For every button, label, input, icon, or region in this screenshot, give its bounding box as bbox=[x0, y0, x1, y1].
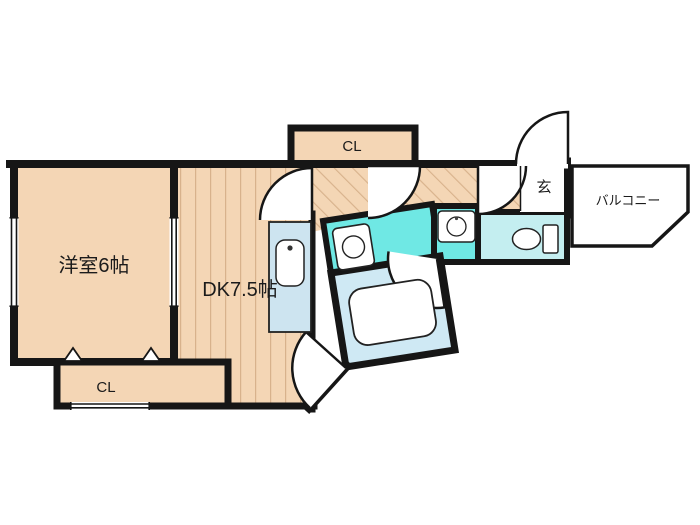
folding-door-mark-right bbox=[140, 346, 162, 362]
room-label-closet-top: CL bbox=[342, 138, 361, 155]
sliding-door-western-dk bbox=[169, 217, 179, 308]
window-western-left bbox=[9, 217, 19, 308]
room-label-dk: DK7.5帖 bbox=[202, 278, 278, 301]
door-hall-arc bbox=[476, 165, 528, 216]
balcony bbox=[570, 164, 690, 248]
door-dk-diagonal-arc bbox=[291, 330, 347, 409]
bathtub bbox=[348, 278, 437, 346]
kitchen-sink bbox=[275, 239, 305, 287]
closet-top bbox=[287, 124, 419, 168]
faucet-icon bbox=[287, 245, 293, 251]
washing-machine bbox=[331, 223, 376, 271]
room-label-western: 洋室6帖 bbox=[58, 254, 129, 277]
door-washroom-arc bbox=[367, 164, 422, 220]
room-label-closet-bottom: CL bbox=[96, 379, 115, 396]
closet-bottom bbox=[53, 358, 232, 410]
entrance-floor bbox=[520, 164, 568, 212]
room-label-entrance: 玄 bbox=[536, 179, 551, 196]
kitchen-counter bbox=[268, 221, 312, 333]
washbasin bbox=[437, 210, 476, 243]
front-door-arc bbox=[514, 110, 570, 165]
door-dk-arc bbox=[258, 166, 314, 221]
room-label-balcony: バルコニー bbox=[596, 193, 661, 208]
window-closet-bottom bbox=[70, 402, 150, 410]
folding-door-mark-left bbox=[62, 346, 84, 362]
toilet bbox=[511, 224, 559, 254]
